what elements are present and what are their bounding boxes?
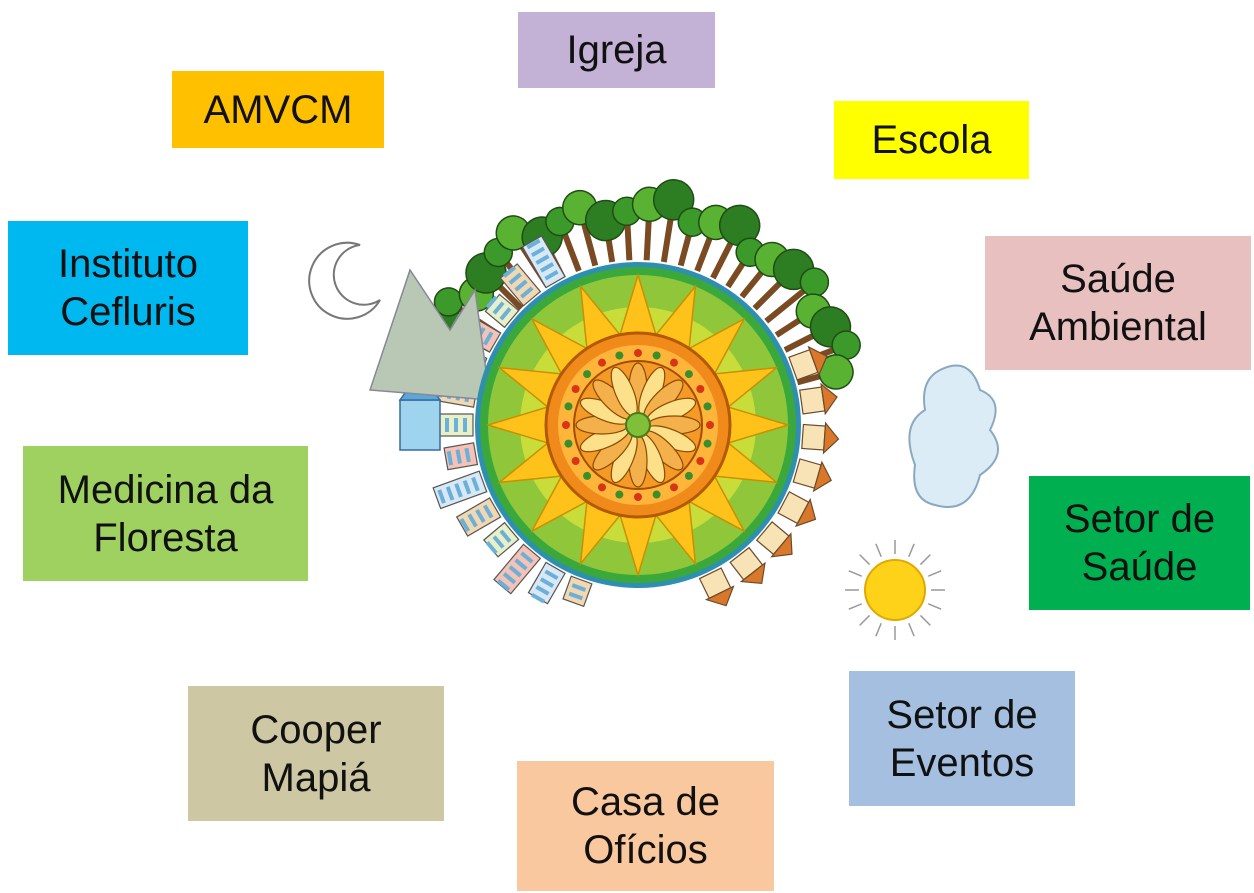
star-rays	[485, 272, 791, 578]
building-icon	[562, 575, 593, 608]
cloud-icon	[908, 364, 999, 508]
igreja-label: Igreja	[566, 28, 667, 72]
building-icon	[527, 561, 566, 605]
instituto-cefluris-box: Instituto Cefluris	[8, 221, 248, 355]
globe-icon	[475, 262, 801, 588]
sun-icon	[845, 540, 945, 640]
mandala-icon	[544, 331, 732, 519]
building-icon	[484, 293, 520, 329]
amvcm-label: AMVCM	[203, 87, 353, 132]
casa-de-oficios-label: Casa de Ofícios	[571, 780, 720, 872]
tree-icon	[710, 204, 761, 280]
house-icon	[698, 567, 735, 607]
setor-de-saude-label: Setor de Saúde	[1063, 497, 1216, 589]
casa-de-oficios-box: Casa de Ofícios	[517, 761, 774, 891]
medicina-da-floresta-label: Medicina da Floresta	[57, 467, 274, 560]
tree-icon	[652, 179, 695, 263]
setor-de-eventos-label: Setor de Eventos	[886, 692, 1038, 785]
escola-box: Escola	[834, 101, 1029, 179]
moon-icon	[308, 241, 381, 320]
scenery	[368, 179, 861, 608]
building-icon	[443, 442, 479, 471]
building-icon	[521, 235, 566, 289]
amvcm-box: AMVCM	[172, 71, 384, 148]
igreja-box: Igreja	[518, 12, 715, 88]
house-icon	[777, 491, 817, 528]
house-icon	[755, 521, 793, 558]
building-icon	[499, 263, 542, 307]
instituto-cefluris-label: Instituto Cefluris	[57, 242, 199, 334]
escola-label: Escola	[871, 118, 992, 162]
globe-illustration	[308, 179, 999, 640]
house-icon	[729, 546, 766, 585]
house-icon	[801, 421, 840, 455]
tree-icon	[764, 267, 830, 324]
setor-de-saude-box: Setor de Saúde	[1029, 476, 1250, 610]
building-icon	[455, 497, 502, 537]
medicina-da-floresta-box: Medicina da Floresta	[23, 446, 308, 581]
cooper-mapia-label: Cooper Mapiá	[250, 707, 382, 800]
cooper-mapia-box: Cooper Mapiá	[188, 686, 444, 821]
building-icon	[432, 470, 488, 510]
saude-ambiental-box: Saúde Ambiental	[985, 236, 1251, 370]
house-icon	[788, 345, 828, 381]
house-icon	[799, 382, 838, 416]
saude-ambiental-label: Saúde Ambiental	[1029, 257, 1207, 349]
building-icon	[483, 521, 520, 558]
building-icon	[493, 543, 542, 595]
house-icon	[792, 458, 833, 493]
setor-de-eventos-box: Setor de Eventos	[849, 671, 1075, 806]
